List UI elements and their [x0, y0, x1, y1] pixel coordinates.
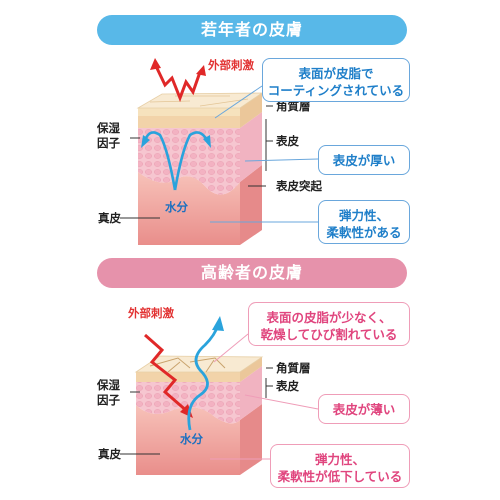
young-epidermis-label: 表皮: [276, 134, 299, 148]
young-dermis-label: 真皮: [98, 211, 121, 225]
young-moisturizing-factor-label-2: 因子: [97, 136, 120, 150]
young-callout-elasticity: 弾力性、 柔軟性がある: [318, 200, 410, 244]
old-external-stimulus-label: 外部刺激: [128, 306, 174, 320]
young-callout-thick-epidermis-line-1: 表皮が厚い: [332, 153, 396, 168]
old-callout-reduced-elasticity-line-1: 弾力性、: [314, 452, 365, 467]
old-callout-dry-cracked-line-2: 乾燥してひび割れている: [260, 327, 398, 342]
old-stratum-corneum-label: 角質層: [276, 361, 311, 375]
old-moisturizing-factor-label-2: 因子: [97, 393, 120, 407]
old-callout-thin-epidermis: 表皮が薄い: [318, 394, 410, 424]
young-callout-thick-epidermis: 表皮が厚い: [318, 145, 410, 175]
old-callout-dry-cracked: 表面の皮脂が少なく、 乾燥してひび割れている: [248, 302, 410, 346]
young-moisture-label: 水分: [165, 200, 188, 214]
young-callout-sebum: 表面が皮脂で コーティングされている: [262, 58, 410, 102]
old-moisture-label: 水分: [180, 432, 203, 446]
old-callout-thin-epidermis-line-1: 表皮が薄い: [332, 402, 396, 417]
old-callout-reduced-elasticity-line-2: 柔軟性が低下している: [277, 469, 403, 484]
old-moisturizing-factor-label-1: 保湿: [97, 378, 120, 392]
young-moisturizing-factor-label-1: 保湿: [97, 121, 120, 135]
young-stratum-corneum-label: 角質層: [276, 99, 311, 113]
old-skin-title: 高齢者の皮膚: [97, 258, 407, 288]
young-skin-block: [136, 92, 264, 245]
young-callout-sebum-line-1: 表面が皮脂で: [298, 66, 374, 81]
young-red-arrow: [150, 58, 206, 103]
young-skin-title: 若年者の皮膚: [97, 15, 407, 45]
old-moisture-arrow: [187, 316, 224, 431]
young-external-stimulus-label: 外部刺激: [208, 58, 254, 72]
old-callout-dry-cracked-line-1: 表面の皮脂が少なく、: [266, 310, 392, 325]
old-dermis-label: 真皮: [98, 447, 121, 461]
old-skin-block: [134, 355, 264, 475]
young-epidermal-ridge-label: 表皮突起: [276, 179, 322, 193]
young-moisture-arrows: [141, 131, 211, 191]
young-callout-elasticity-line-2: 柔軟性がある: [326, 225, 402, 240]
young-callout-sebum-line-2: コーティングされている: [267, 83, 405, 98]
young-callout-elasticity-line-1: 弾力性、: [338, 208, 389, 223]
old-epidermis-label: 表皮: [276, 379, 299, 393]
old-callout-reduced-elasticity: 弾力性、 柔軟性が低下している: [270, 444, 410, 488]
